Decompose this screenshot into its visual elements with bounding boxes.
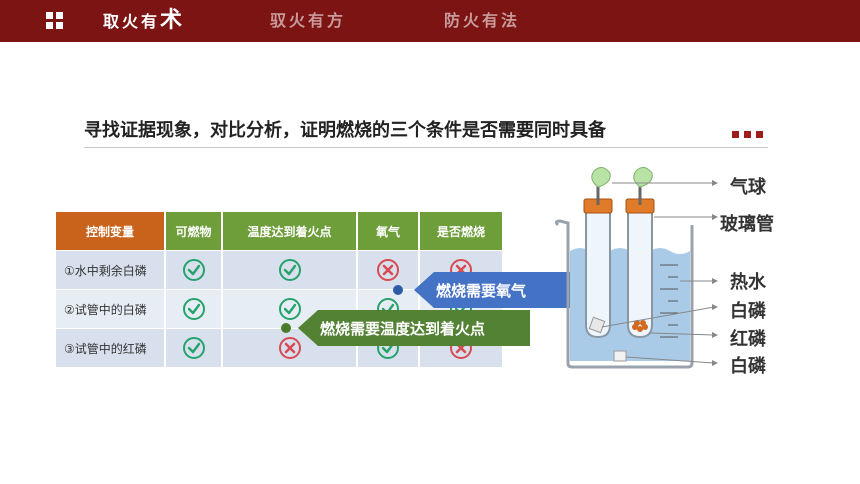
check-circle-icon bbox=[278, 298, 301, 320]
header-burning: 是否燃烧 bbox=[420, 212, 502, 250]
experiment-apparatus: 气球 玻璃管 热水 白磷 红磷 白磷 bbox=[540, 165, 774, 379]
check-circle-icon bbox=[182, 337, 205, 359]
mark-cell bbox=[166, 290, 223, 328]
callout-pointer-dot-temperature bbox=[281, 323, 291, 333]
label-hot-water: 热水 bbox=[730, 272, 766, 293]
table-row: ①水中剩余白磷 bbox=[56, 250, 502, 289]
comparison-table: 控制变量 可燃物 温度达到着火点 氧气 是否燃烧 ①水中剩余白磷 ②试管中的白磷… bbox=[56, 212, 502, 367]
test-tube-red-phosphorus bbox=[627, 205, 653, 339]
mark-cell bbox=[223, 251, 358, 289]
top-nav-bar: 取火有术 驭火有方 防火有法 bbox=[0, 0, 860, 42]
grid-menu-icon[interactable] bbox=[46, 12, 64, 30]
balloon-left bbox=[591, 167, 611, 188]
row-label: ②试管中的白磷 bbox=[56, 290, 166, 328]
nav-tab-fire-making[interactable]: 取火有术 bbox=[103, 0, 185, 42]
mark-cell bbox=[166, 251, 223, 289]
label-white-phosphorus-water: 白磷 bbox=[730, 356, 766, 377]
row-label: ③试管中的红磷 bbox=[56, 329, 166, 367]
header-ignition-temperature: 温度达到着火点 bbox=[223, 212, 358, 250]
cross-circle-icon bbox=[377, 259, 399, 281]
beaker-scale bbox=[660, 264, 678, 338]
nav-tab-fire-making-suffix: 术 bbox=[160, 8, 186, 33]
callout-temperature-needed: 燃烧需要温度达到着火点 bbox=[298, 310, 530, 346]
check-circle-icon bbox=[182, 298, 205, 320]
cross-circle-icon bbox=[278, 337, 301, 359]
label-red-phosphorus-tube: 红磷 bbox=[730, 329, 766, 350]
balloon-right bbox=[633, 167, 653, 188]
check-circle-icon bbox=[182, 259, 205, 281]
nav-tab-fire-control[interactable]: 驭火有方 bbox=[270, 11, 347, 30]
nav-tab-fire-making-prefix: 取火有 bbox=[103, 12, 161, 31]
header-control-variable: 控制变量 bbox=[56, 212, 166, 250]
header-combustible: 可燃物 bbox=[166, 212, 223, 250]
apparatus-illustration bbox=[554, 167, 718, 369]
table-header-row: 控制变量 可燃物 温度达到着火点 氧气 是否燃烧 bbox=[56, 212, 502, 250]
label-arrowheads bbox=[712, 180, 718, 366]
label-glass-tube: 玻璃管 bbox=[720, 214, 774, 235]
check-circle-icon bbox=[278, 259, 301, 281]
title-decoration-dots bbox=[732, 123, 768, 142]
page-title: 寻找证据现象，对比分析，证明燃烧的三个条件是否需要同时具备 bbox=[84, 120, 606, 141]
callout-temperature-text: 燃烧需要温度达到着火点 bbox=[320, 319, 486, 338]
header-oxygen: 氧气 bbox=[358, 212, 420, 250]
test-tube-white-phosphorus bbox=[585, 205, 611, 339]
white-phosphorus-in-water bbox=[613, 350, 627, 362]
label-balloon: 气球 bbox=[730, 177, 766, 198]
nav-tab-fire-prevention[interactable]: 防火有法 bbox=[444, 11, 521, 30]
label-white-phosphorus-tube: 白磷 bbox=[730, 301, 766, 322]
mark-cell bbox=[358, 251, 420, 289]
row-label: ①水中剩余白磷 bbox=[56, 251, 166, 289]
callout-pointer-dot-oxygen bbox=[393, 285, 403, 295]
title-underline bbox=[84, 147, 768, 148]
beaker bbox=[554, 219, 694, 369]
mark-cell bbox=[166, 329, 223, 367]
callout-oxygen-text: 燃烧需要氧气 bbox=[436, 281, 527, 300]
label-leader-lines bbox=[601, 182, 715, 364]
